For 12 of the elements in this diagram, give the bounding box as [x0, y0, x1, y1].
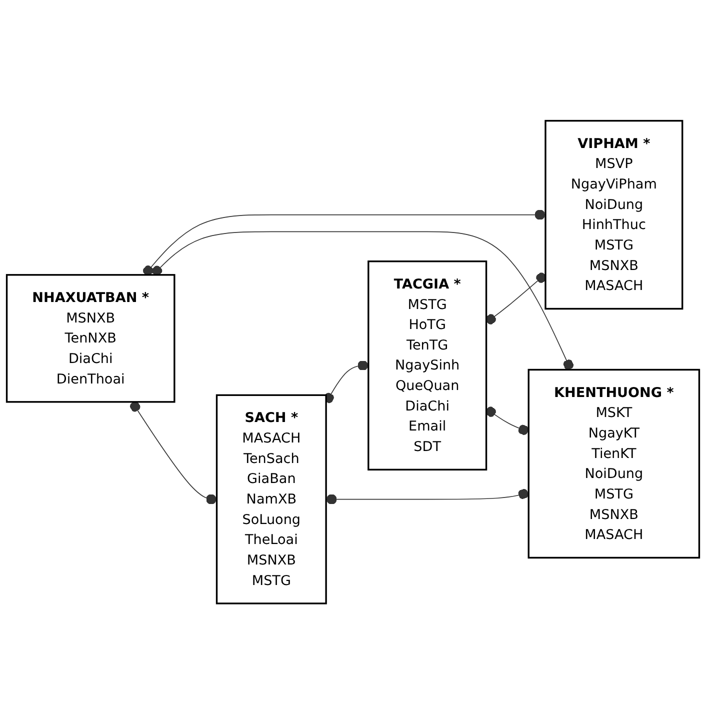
node-box: SACH * MASACH TenSach GiaBan NamXB SoLuong TheLoai MSNXB MSTG — [216, 394, 327, 604]
node-box: NHAXUATBAN * MSNXB TenNXB DiaChi DienThoai — [6, 274, 176, 403]
connector — [326, 488, 530, 504]
node-box: KHENTHUONG * MSKT NgayKT TienKT NoiDung MSTG MSNXB MASACH — [528, 368, 700, 558]
connector — [486, 272, 546, 324]
connector — [130, 401, 218, 504]
connector — [143, 210, 546, 276]
node-box: VIPHAM * MSVP NgayViPham NoiDung HinhThuc MSTG MSNXB MASACH — [544, 120, 684, 310]
connector — [152, 231, 574, 370]
connector — [324, 360, 369, 404]
node-box: TACGIA * MSTG HoTG TenTG NgaySinh QueQuan DiaChi Email SDT — [368, 260, 488, 470]
connector — [486, 406, 530, 435]
